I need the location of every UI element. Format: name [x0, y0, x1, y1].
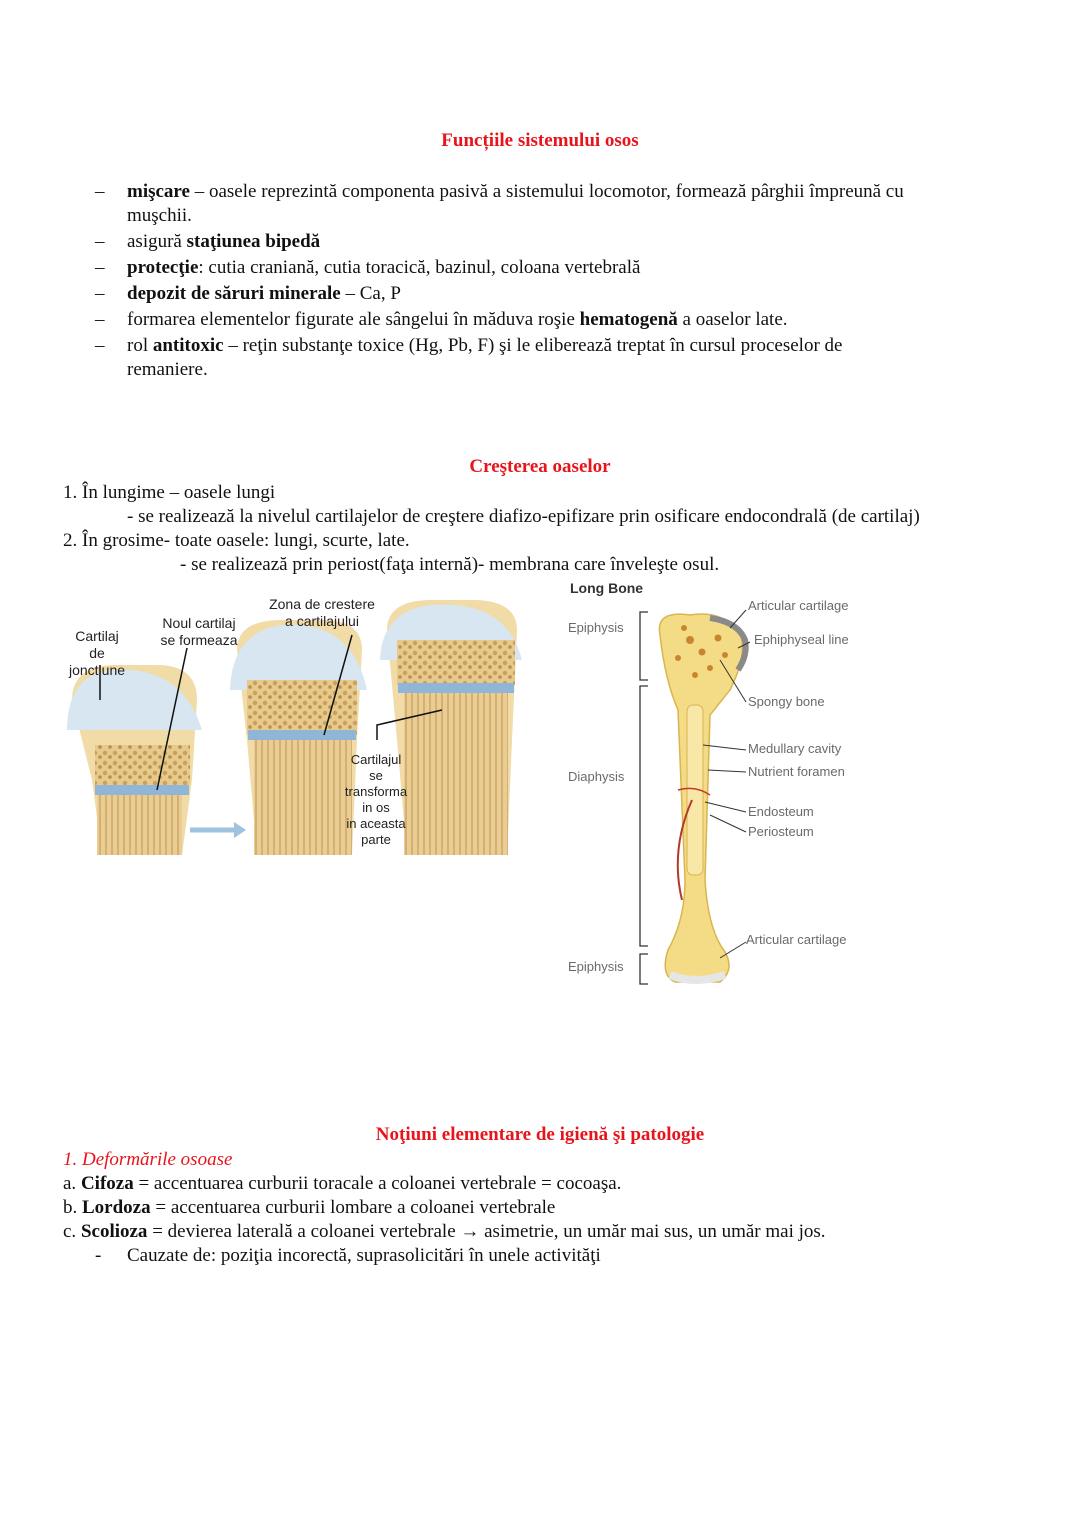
bullet-dash: –	[95, 309, 105, 330]
bullet-dash: –	[95, 231, 105, 252]
list-item: mişcare – oasele reprezintă componenta p…	[127, 181, 904, 202]
list-item: protecţie: cutia craniană, cutia toracic…	[127, 257, 641, 278]
section-title-functions: Funcțiile sistemului osos	[441, 130, 639, 151]
label-articular-cartilage-bottom: Articular cartilage	[746, 932, 847, 947]
label-endosteum: Endosteum	[748, 804, 814, 819]
item-lordoza: b. Lordoza = accentuarea curburii lombar…	[63, 1197, 556, 1218]
list-item: depozit de săruri minerale – Ca, P	[127, 283, 401, 304]
item-cifoza: a. Cifoza = accentuarea curburii toracal…	[63, 1173, 622, 1194]
long-bone-figure: Long Bone Epiphysis Diaphysis Epiphysis …	[560, 580, 880, 1000]
bullet-dash: –	[95, 257, 105, 278]
bullet-dash: –	[95, 283, 105, 304]
section-title-hygiene: Noţiuni elementare de igienă şi patologi…	[375, 1124, 705, 1145]
bullet-dash: –	[95, 181, 105, 202]
label-articular-cartilage-top: Articular cartilage	[748, 598, 849, 613]
label-epiphysis-top: Epiphysis	[568, 620, 624, 635]
label-ephiphyseal-line: Ephiphyseal line	[754, 632, 849, 647]
list-item-continuation: muşchii.	[127, 205, 192, 226]
section-title-growth: Creşterea oaselor	[469, 456, 611, 477]
growth-length-detail: - se realizează la nivelul cartilajelor …	[127, 506, 920, 527]
item-cauze: Cauzate de: poziţia incorectă, suprasoli…	[127, 1245, 601, 1266]
growth-thickness-detail: - se realizează prin periost(faţa intern…	[180, 554, 720, 575]
label-diaphysis: Diaphysis	[568, 769, 625, 784]
item-scolioza: c. Scolioza = devierea laterală a coloan…	[63, 1221, 826, 1242]
growth-length: 1. În lungime – oasele lungi	[63, 482, 276, 503]
bullet-dash: -	[95, 1245, 102, 1266]
growth-cartilage-illustration	[67, 600, 522, 855]
label-nutrient-foramen: Nutrient foramen	[748, 764, 845, 779]
growth-thickness: 2. În grosime- toate oasele: lungi, scur…	[63, 530, 410, 551]
list-item: formarea elementelor figurate ale sângel…	[127, 309, 788, 330]
label-cartilajul-transforma: Cartilajul se transforma in os in aceast…	[344, 752, 408, 847]
subtitle-deformations: 1. Deformările osoase	[63, 1149, 233, 1170]
label-periosteum: Periosteum	[748, 824, 814, 839]
list-item: asigură staţiunea bipedă	[127, 231, 321, 252]
long-bone-title: Long Bone	[570, 580, 644, 596]
list-item: rol antitoxic – reţin substanţe toxice (…	[127, 335, 843, 356]
long-bone-illustration	[639, 609, 751, 985]
label-epiphysis-bottom: Epiphysis	[568, 959, 624, 974]
bullet-dash: –	[95, 335, 105, 356]
label-spongy-bone: Spongy bone	[748, 694, 825, 709]
list-item-continuation: remaniere.	[127, 359, 208, 380]
label-medullary-cavity: Medullary cavity	[748, 741, 842, 756]
